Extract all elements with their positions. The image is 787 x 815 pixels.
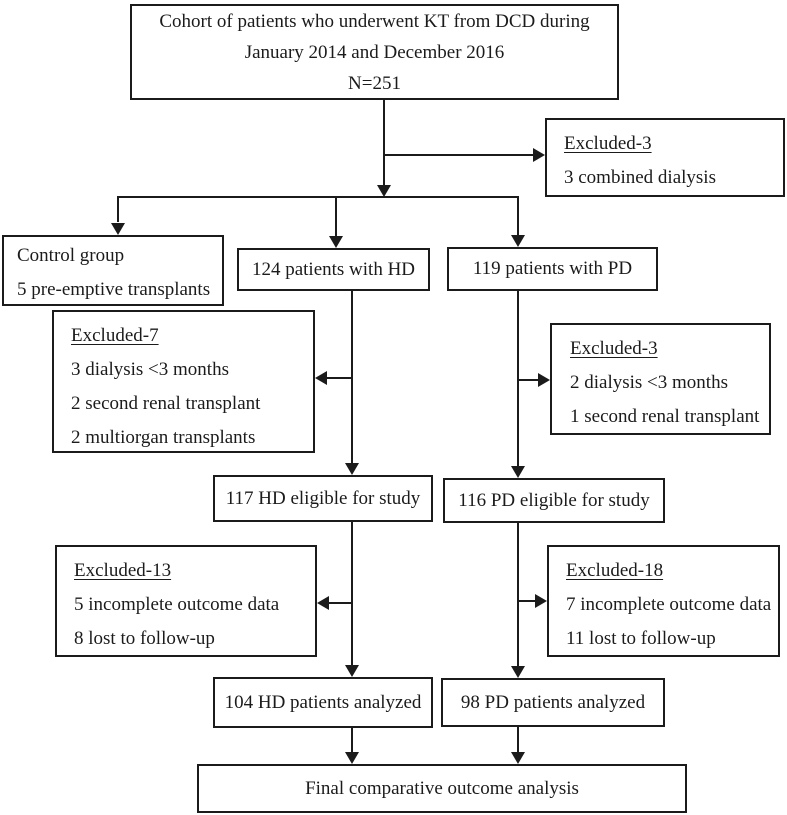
arrowhead-excluded-combined [533, 148, 545, 162]
pd-analyzed-label: 98 PD patients analyzed [460, 691, 646, 713]
connector-hd-excluded-2 [329, 602, 353, 604]
connector-pd-down [517, 196, 519, 236]
excluded-combined-heading: Excluded-3 [564, 133, 652, 154]
connector-pd-to-analyzed [517, 523, 519, 667]
pd-excluded-2-item: 11 lost to follow-up [566, 628, 716, 649]
hd-excluded-2-item: 8 lost to follow-up [74, 628, 215, 649]
box-pd-analyzed: 98 PD patients analyzed [441, 678, 665, 727]
control-group-line1: Control group [17, 245, 125, 266]
connector-pd-excluded-1 [519, 379, 538, 381]
arrowhead-pd-analyzed [511, 666, 525, 678]
arrowhead-hd-final [345, 752, 359, 764]
excluded-combined-item: 3 combined dialysis [564, 167, 716, 188]
connector-cohort-down [383, 100, 385, 186]
hd-excluded-1-heading: Excluded-7 [71, 325, 159, 346]
pd-excluded-2-heading: Excluded-18 [566, 560, 664, 581]
hd-excluded-2-heading: Excluded-13 [74, 560, 172, 581]
control-group-line2: 5 pre-emptive transplants [17, 279, 211, 300]
pd-initial-label: 119 patients with PD [472, 258, 633, 279]
connector-pd-to-eligible [517, 291, 519, 467]
arrowhead-pd-excluded-2 [535, 594, 547, 608]
box-excluded-combined-dialysis: Excluded-3 3 combined dialysis [545, 118, 785, 197]
connector-hd-excluded-1 [327, 377, 353, 379]
arrowhead-pd-excluded-1 [538, 373, 550, 387]
arrowhead-control [111, 223, 125, 235]
connector-excluded-combined [384, 154, 534, 156]
hd-initial-label: 124 patients with HD [251, 258, 416, 280]
cohort-line2: January 2014 and December 2016 [244, 41, 505, 63]
hd-excluded-1-item: 2 multiorgan transplants [71, 427, 256, 448]
box-hd-excluded-2: Excluded-13 5 incomplete outcome data 8 … [55, 545, 317, 657]
cohort-line1: Cohort of patients who underwent KT from… [159, 10, 590, 32]
connector-hd-to-final [351, 728, 353, 752]
arrowhead-cohort-down [377, 185, 391, 197]
connector-hd-down [335, 196, 337, 237]
final-analysis-label: Final comparative outcome analysis [305, 777, 579, 799]
hd-excluded-2-item: 5 incomplete outcome data [74, 594, 280, 615]
box-pd-initial: 119 patients with PD [447, 247, 658, 291]
box-pd-excluded-1: Excluded-3 2 dialysis <3 months 1 second… [550, 323, 771, 435]
pd-excluded-1-heading: Excluded-3 [570, 338, 658, 359]
hd-eligible-label: 117 HD eligible for study [225, 487, 421, 509]
box-hd-excluded-1: Excluded-7 3 dialysis <3 months 2 second… [52, 310, 315, 453]
arrowhead-pd-eligible [511, 466, 525, 478]
box-control-group: Control group 5 pre-emptive transplants [2, 235, 224, 306]
hd-analyzed-label: 104 HD patients analyzed [224, 691, 422, 713]
arrowhead-hd-eligible [345, 463, 359, 475]
hd-excluded-1-item: 2 second renal transplant [71, 393, 261, 414]
connector-hd-to-analyzed [351, 522, 353, 665]
connector-pd-to-final [517, 727, 519, 752]
box-hd-analyzed: 104 HD patients analyzed [213, 677, 433, 728]
box-hd-initial: 124 patients with HD [237, 248, 430, 291]
box-pd-excluded-2: Excluded-18 7 incomplete outcome data 11… [547, 545, 780, 657]
pd-excluded-1-item: 2 dialysis <3 months [570, 372, 728, 393]
arrowhead-pd-final [511, 752, 525, 764]
arrowhead-hd-excluded-2 [317, 596, 329, 610]
connector-branch-horizontal [117, 196, 519, 198]
pd-eligible-label: 116 PD eligible for study [458, 489, 650, 511]
hd-excluded-1-item: 3 dialysis <3 months [71, 359, 229, 380]
arrowhead-hd-initial [329, 236, 343, 248]
pd-excluded-1-item: 1 second renal transplant [570, 406, 760, 427]
arrowhead-hd-excluded-1 [315, 371, 327, 385]
connector-control-down [117, 196, 119, 222]
box-final-analysis: Final comparative outcome analysis [197, 764, 687, 813]
cohort-sample-size: N=251 [348, 72, 401, 94]
box-pd-eligible: 116 PD eligible for study [443, 478, 665, 523]
box-cohort: Cohort of patients who underwent KT from… [130, 4, 619, 100]
arrowhead-hd-analyzed [345, 665, 359, 677]
arrowhead-pd-initial [511, 235, 525, 247]
pd-excluded-2-item: 7 incomplete outcome data [566, 594, 772, 615]
box-hd-eligible: 117 HD eligible for study [213, 475, 433, 522]
connector-pd-excluded-2 [519, 600, 535, 602]
